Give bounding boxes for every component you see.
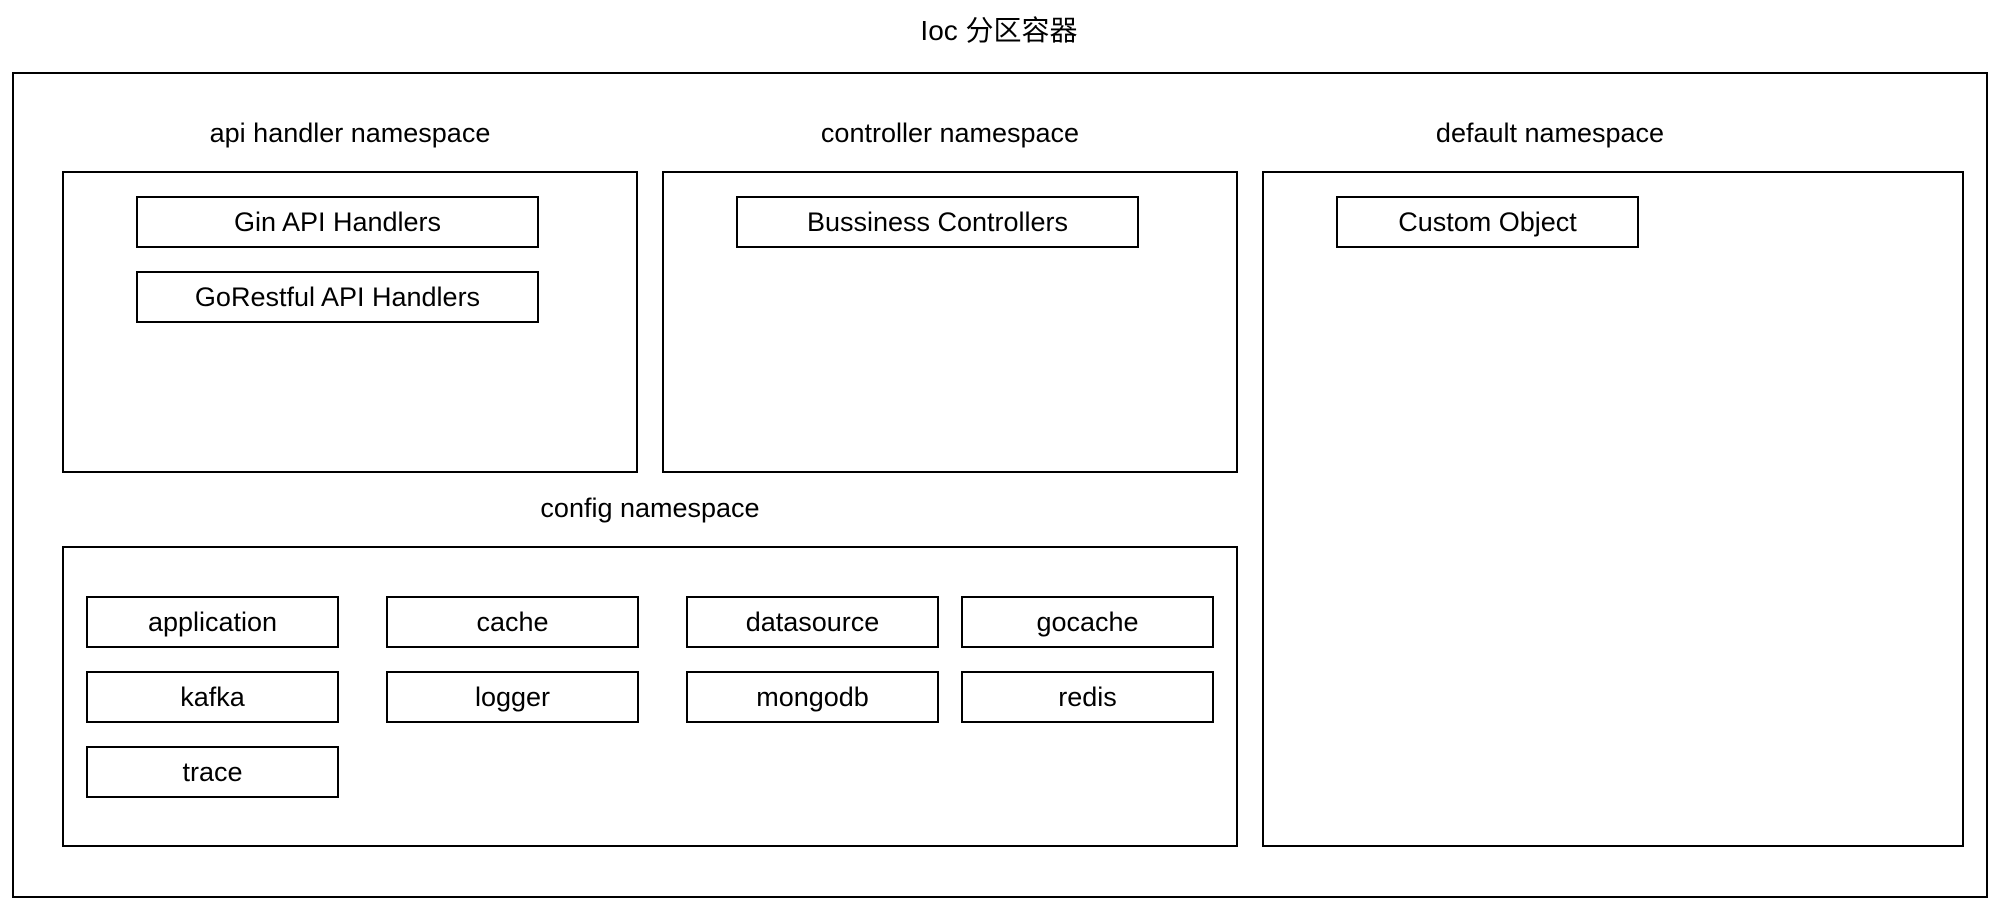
default-namespace-label: default namespace	[1435, 118, 1665, 148]
bussiness-controllers: Bussiness Controllers	[736, 196, 1139, 248]
config-item-mongodb: mongodb	[686, 671, 939, 723]
config-item-logger: logger	[386, 671, 639, 723]
diagram-title: Ioc 分区容器	[920, 15, 1078, 46]
default-namespace	[1262, 171, 1964, 847]
controller-namespace-label: controller namespace	[820, 118, 1080, 148]
config-item-application: application	[86, 596, 339, 648]
custom-object: Custom Object	[1336, 196, 1639, 248]
config-item-trace: trace	[86, 746, 339, 798]
gin-api-handlers: Gin API Handlers	[136, 196, 539, 248]
config-item-datasource: datasource	[686, 596, 939, 648]
config-item-cache: cache	[386, 596, 639, 648]
config-item-redis: redis	[961, 671, 1214, 723]
gorestful-api-handlers: GoRestful API Handlers	[136, 271, 539, 323]
config-namespace-label: config namespace	[540, 493, 760, 523]
api-handler-namespace-label: api handler namespace	[209, 118, 491, 148]
config-item-gocache: gocache	[961, 596, 1214, 648]
config-item-kafka: kafka	[86, 671, 339, 723]
